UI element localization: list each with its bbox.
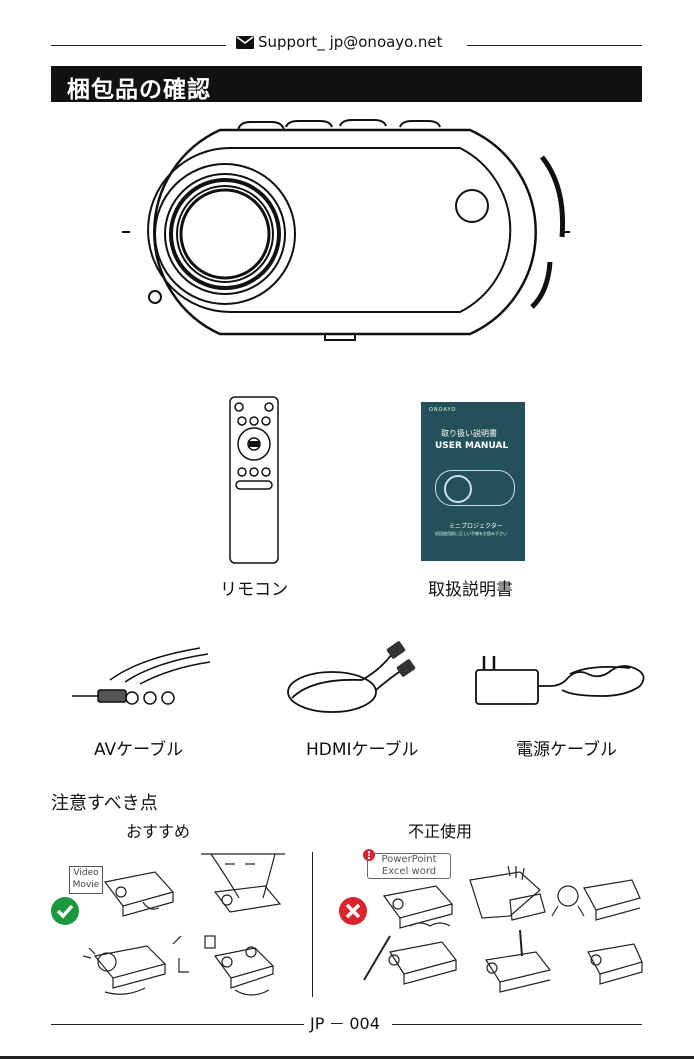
footer-separator: —	[330, 1016, 343, 1031]
recommended-illustrations	[55, 852, 305, 1000]
power-cable-icon	[470, 652, 660, 720]
item-label-av-cable: AVケーブル	[94, 735, 183, 760]
manual-title-jp: 取り扱い説明書	[441, 428, 497, 439]
manual-projector-image	[435, 470, 515, 506]
misuse-heading: 不正使用	[408, 818, 472, 842]
user-manual-icon: ONOAYO 取り扱い説明書 USER MANUAL ミニプロジェクター 初回使…	[421, 402, 525, 561]
item-label-remote: リモコン	[220, 575, 288, 600]
manual-note: 初回使用前に正しい手順をお読み下さい	[435, 531, 507, 537]
section-title: 梱包品の確認	[67, 70, 211, 104]
manual-brand: ONOAYO	[429, 407, 456, 413]
item-label-manual: 取扱説明書	[428, 575, 513, 600]
caution-title: 注意すべき点	[51, 789, 158, 815]
page-footer: JP — 004	[310, 1014, 380, 1033]
recommended-heading: おすすめ	[126, 818, 190, 842]
misuse-illustrations	[340, 860, 645, 1000]
item-label-power-cable: 電源ケーブル	[516, 735, 617, 760]
footer-rule-right	[392, 1024, 642, 1025]
support-contact: Support_ jp@onoayo.net	[236, 33, 442, 51]
page-number: 004	[349, 1014, 380, 1033]
manual-title-en: USER MANUAL	[435, 441, 508, 451]
caution-divider	[312, 852, 313, 997]
item-label-hdmi-cable: HDMIケーブル	[306, 735, 419, 760]
av-cable-icon	[70, 640, 215, 710]
remote-control-icon	[228, 396, 280, 564]
projector-illustration	[110, 112, 580, 367]
hdmi-cable-icon	[282, 640, 417, 720]
header-rule-right	[467, 45, 642, 46]
mail-icon	[236, 36, 254, 49]
header-rule-left	[51, 45, 226, 46]
footer-rule-left	[51, 1024, 304, 1025]
support-text: Support_ jp@onoayo.net	[258, 33, 442, 51]
manual-product: ミニプロジェクター	[449, 521, 503, 530]
section-title-bar: 梱包品の確認	[51, 66, 642, 102]
footer-region: JP	[310, 1014, 324, 1033]
